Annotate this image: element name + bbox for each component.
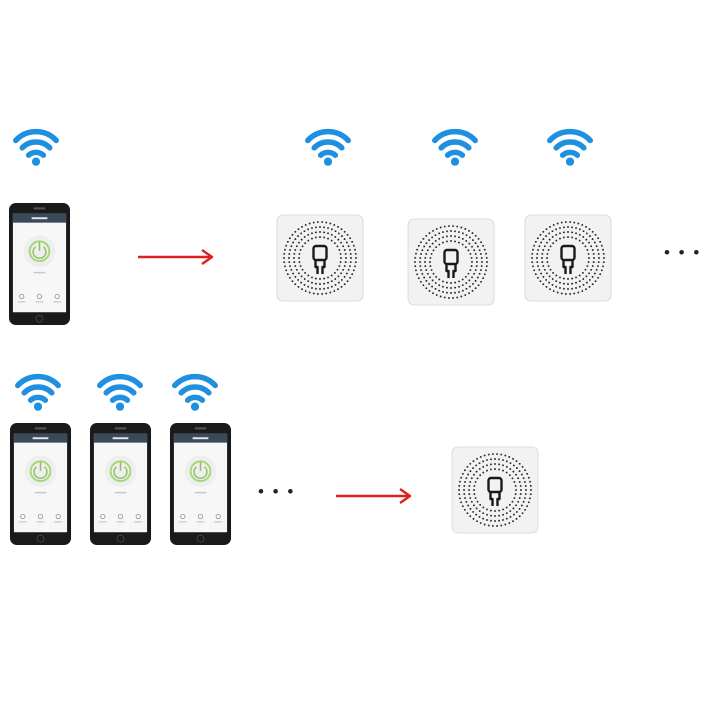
row-1: • • • xyxy=(0,0,702,360)
phone xyxy=(8,200,71,328)
arrow-right-icon xyxy=(334,486,414,506)
wifi-icon xyxy=(13,125,59,167)
row-2: • • • xyxy=(0,360,720,720)
smart-switch xyxy=(524,214,612,302)
smart-switch xyxy=(451,446,539,534)
wifi-icon xyxy=(15,370,61,412)
wifi-icon xyxy=(432,125,478,167)
wifi-icon xyxy=(305,125,351,167)
phone xyxy=(9,420,72,548)
arrow-right-icon xyxy=(136,247,216,267)
smart-switch xyxy=(276,214,364,302)
wifi-icon xyxy=(97,370,143,412)
ellipsis: • • • xyxy=(664,243,702,262)
wifi-icon xyxy=(547,125,593,167)
phone xyxy=(169,420,232,548)
smart-switch xyxy=(407,218,495,306)
phone xyxy=(89,420,152,548)
wifi-icon xyxy=(172,370,218,412)
ellipsis: • • • xyxy=(258,482,296,501)
